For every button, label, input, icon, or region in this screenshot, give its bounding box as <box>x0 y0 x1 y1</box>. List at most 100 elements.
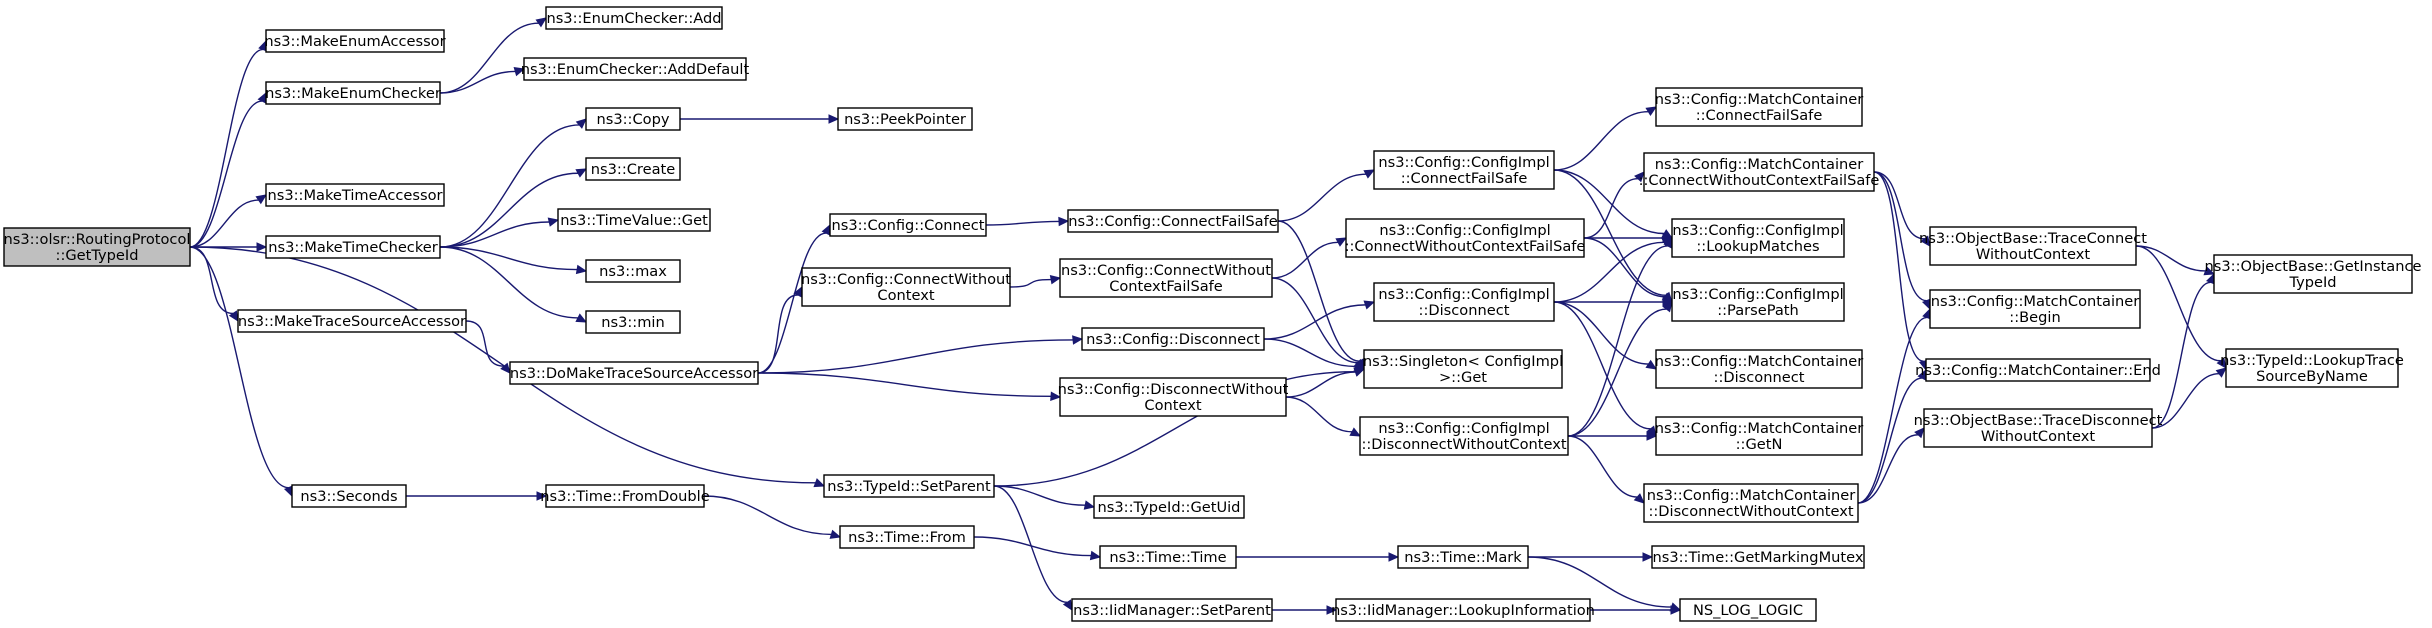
node-mc-disconnect-without-context[interactable]: ns3::Config::MatchContainer::DisconnectW… <box>1643 483 1859 523</box>
node-min[interactable]: ns3::min <box>585 310 681 334</box>
arrowhead-type-id-lookup-trace-source-by-name <box>2215 367 2227 378</box>
node-box <box>265 183 445 207</box>
node-mc-disconnect[interactable]: ns3::Config::MatchContainer::Disconnect <box>1655 349 1863 389</box>
edge-impl-disconnect-without-context-to-impl-parse-path <box>1567 308 1667 437</box>
arrowhead-impl-parse-path <box>1662 301 1673 313</box>
node-time-time[interactable]: ns3::Time::Time <box>1099 545 1237 569</box>
node-time-mark[interactable]: ns3::Time::Mark <box>1397 545 1529 569</box>
arrowhead-config-connect-fail-safe <box>1058 216 1070 227</box>
node-make-enum-checker[interactable]: ns3::MakeEnumChecker <box>265 81 441 105</box>
arrowhead-type-id-lookup-trace-source-by-name <box>2216 357 2227 369</box>
node-enum-checker-add-default[interactable]: ns3::EnumChecker::AddDefault <box>521 57 750 81</box>
node-impl-connect-without-context-fail-safe[interactable]: ns3::Config::ConfigImpl::ConnectWithoutC… <box>1345 218 1586 258</box>
node-root[interactable]: ns3::olsr::RoutingProtocol::GetTypeId <box>3 227 191 267</box>
node-mc-end[interactable]: ns3::Config::MatchContainer::End <box>1915 358 2161 382</box>
node-box <box>291 484 407 508</box>
arrowhead-config-disconnect-without-context <box>1050 391 1062 402</box>
node-box <box>837 107 973 131</box>
node-config-connect-without-context[interactable]: ns3::Config::ConnectWithoutContext <box>801 267 1011 307</box>
node-config-connect-without-context-fail-safe[interactable]: ns3::Config::ConnectWithoutContextFailSa… <box>1059 258 1273 298</box>
node-mc-get-n[interactable]: ns3::Config::MatchContainer::GetN <box>1655 416 1863 456</box>
edge-type-id-set-parent-to-singleton-get <box>993 371 1356 487</box>
node-obj-trace-disconnect-without-context[interactable]: ns3::ObjectBase::TraceDisconnectWithoutC… <box>1914 408 2163 448</box>
node-obj-trace-connect-without-context[interactable]: ns3::ObjectBase::TraceConnectWithoutCont… <box>1919 226 2147 266</box>
arrowhead-iid-set-parent <box>1062 599 1073 612</box>
node-max[interactable]: ns3::max <box>585 259 681 283</box>
node-label: ns3::TypeId::LookupTrace <box>2220 352 2404 369</box>
edge-mc-connect-without-context-fail-safe-to-mc-begin <box>1873 171 1927 302</box>
node-make-enum-accessor[interactable]: ns3::MakeEnumAccessor <box>264 29 446 53</box>
node-time-from-double[interactable]: ns3::Time::FromDouble <box>540 484 710 508</box>
node-box <box>265 235 441 259</box>
node-impl-parse-path[interactable]: ns3::Config::ConfigImpl::ParsePath <box>1671 282 1845 322</box>
node-label: ns3::Config::ConfigImpl <box>1378 420 1549 437</box>
node-singleton-get[interactable]: ns3::Singleton< ConfigImpl >::Get <box>1363 349 1563 389</box>
node-config-disconnect[interactable]: ns3::Config::Disconnect <box>1081 327 1265 351</box>
node-box <box>1925 358 2151 382</box>
node-box <box>1671 218 1845 258</box>
node-box <box>801 267 1011 307</box>
node-type-id-set-parent[interactable]: ns3::TypeId::SetParent <box>823 474 995 498</box>
edge-impl-connect-fail-safe-to-impl-lookup-matches <box>1553 169 1665 235</box>
node-ns-log-logic[interactable]: NS_LOG_LOGIC <box>1679 598 1817 622</box>
edge-config-connect-to-config-connect-fail-safe <box>985 220 1060 226</box>
node-seconds[interactable]: ns3::Seconds <box>291 484 407 508</box>
node-make-time-checker[interactable]: ns3::MakeTimeChecker <box>265 235 441 259</box>
node-box <box>1081 327 1265 351</box>
node-do-make-trace-source-accessor[interactable]: ns3::DoMakeTraceSourceAccessor <box>509 361 759 385</box>
edge-mc-disconnect-without-context-to-mc-begin <box>1857 316 1928 504</box>
node-impl-disconnect-without-context[interactable]: ns3::Config::ConfigImpl::DisconnectWitho… <box>1359 416 1569 456</box>
node-box <box>265 29 445 53</box>
node-label: ::Begin <box>2009 309 2060 326</box>
node-box <box>1655 416 1863 456</box>
node-label: ns3::MakeTimeAccessor <box>267 187 442 204</box>
node-label: ns3::Config::ConfigImpl <box>1672 222 1843 239</box>
node-time-get-marking-mutex[interactable]: ns3::Time::GetMarkingMutex <box>1651 545 1865 569</box>
node-config-connect-fail-safe[interactable]: ns3::Config::ConnectFailSafe <box>1067 209 1279 233</box>
node-config-disconnect-without-context[interactable]: ns3::Config::DisconnectWithoutContext <box>1058 377 1289 417</box>
node-peek-pointer[interactable]: ns3::PeekPointer <box>837 107 973 131</box>
node-impl-lookup-matches[interactable]: ns3::Config::ConfigImpl::LookupMatches <box>1671 218 1845 258</box>
node-mc-connect-without-context-fail-safe[interactable]: ns3::Config::MatchContainer::ConnectWith… <box>1639 152 1880 192</box>
node-label: ::ConnectFailSafe <box>1696 107 1823 124</box>
node-label: ns3::Config::DisconnectWithout <box>1058 381 1289 398</box>
node-iid-lookup-information[interactable]: ns3::IidManager::LookupInformation <box>1331 598 1595 622</box>
node-mc-begin[interactable]: ns3::Config::MatchContainer::Begin <box>1929 289 2141 329</box>
node-type-id-get-uid[interactable]: ns3::TypeId::GetUid <box>1093 495 1245 519</box>
node-copy[interactable]: ns3::Copy <box>585 107 681 131</box>
node-iid-set-parent[interactable]: ns3::IidManager::SetParent <box>1071 598 1273 622</box>
node-make-trace-source-accessor[interactable]: ns3::MakeTraceSourceAccessor <box>237 309 467 333</box>
node-box <box>829 213 987 237</box>
edge-config-connect-without-context-fail-safe-to-singleton-get <box>1271 277 1358 364</box>
node-label: Context <box>877 287 934 304</box>
node-label: ::DisconnectWithoutContext <box>1361 436 1566 453</box>
node-create[interactable]: ns3::Create <box>585 157 681 181</box>
node-label: ::Disconnect <box>1419 302 1510 319</box>
arrowhead-make-time-checker <box>256 242 268 252</box>
node-enum-checker-add[interactable]: ns3::EnumChecker::Add <box>545 6 723 30</box>
node-time-from[interactable]: ns3::Time::From <box>839 525 975 549</box>
node-label: ns3::Config::MatchContainer <box>1647 487 1855 504</box>
node-time-value-get[interactable]: ns3::TimeValue::Get <box>557 208 711 232</box>
node-label: ContextFailSafe <box>1109 278 1223 295</box>
node-label: ::LookupMatches <box>1696 238 1819 255</box>
node-box <box>823 474 995 498</box>
node-impl-disconnect[interactable]: ns3::Config::ConfigImpl::Disconnect <box>1373 282 1555 322</box>
node-label: ns3::Time::From <box>848 529 966 546</box>
node-label: ns3::Config::MatchContainer <box>1655 156 1863 173</box>
node-box <box>265 81 441 105</box>
node-impl-connect-fail-safe[interactable]: ns3::Config::ConfigImpl::ConnectFailSafe <box>1373 150 1555 190</box>
node-box <box>1345 218 1585 258</box>
node-box <box>585 157 681 181</box>
node-make-time-accessor[interactable]: ns3::MakeTimeAccessor <box>265 183 445 207</box>
node-label: ::ParsePath <box>1717 302 1799 319</box>
node-mc-connect-fail-safe[interactable]: ns3::Config::MatchContainer::ConnectFail… <box>1655 87 1863 127</box>
edge-config-connect-without-context-fail-safe-to-impl-connect-without-context-fail-safe <box>1271 241 1339 279</box>
edge-make-time-checker-to-max <box>439 246 578 271</box>
arrowhead-impl-disconnect-without-context <box>1349 427 1362 437</box>
arrowhead-make-trace-source-accessor <box>228 310 239 323</box>
node-config-connect[interactable]: ns3::Config::Connect <box>829 213 987 237</box>
